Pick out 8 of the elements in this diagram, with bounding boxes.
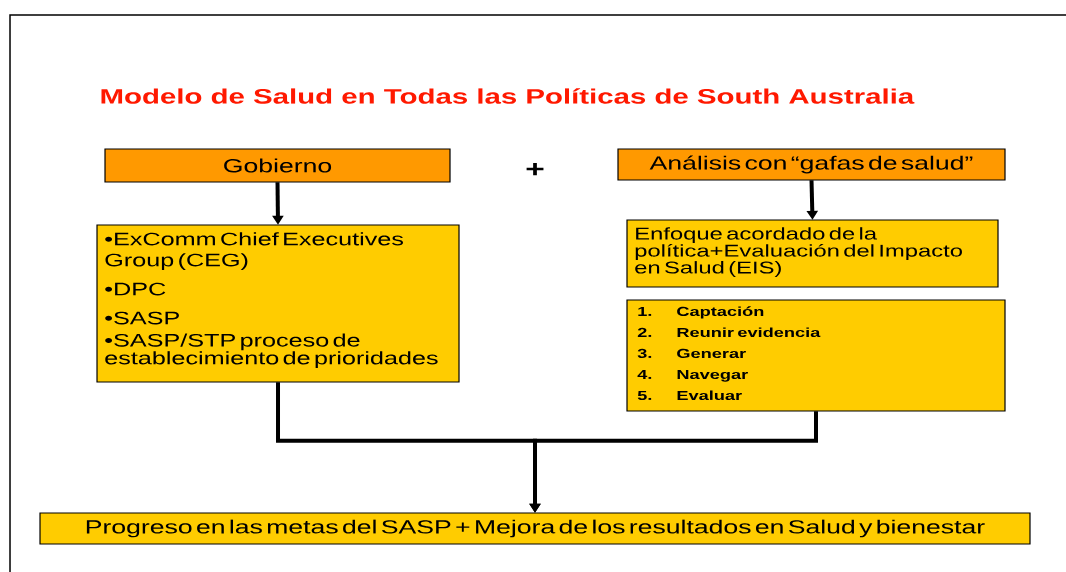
title: Modelo de Salud en Todas las Políticas de South Australia — [101, 88, 915, 104]
result-box: Progreso en las metas del SASP + Mejora de los resultados en Salud y bienestar — [39, 512, 1031, 545]
heading-box: Análisis con “gafas de salud” — [617, 148, 1006, 181]
heading-box: Gobierno — [104, 148, 451, 183]
plus-sign: + — [526, 162, 544, 176]
list-box: 1. Captación 2. Reunir evidencia 3. Generar 4. Navegar 5. Evaluar — [626, 299, 1006, 412]
text-box: Enfoque acordado de la política+Evaluación del Impacto en Salud (EIS) — [626, 219, 999, 288]
text-box: •ExComm Chief Executives Group (CEG) •DPC •SASP •SASP/STP proceso de establecimiento de prioridades — [96, 224, 460, 383]
